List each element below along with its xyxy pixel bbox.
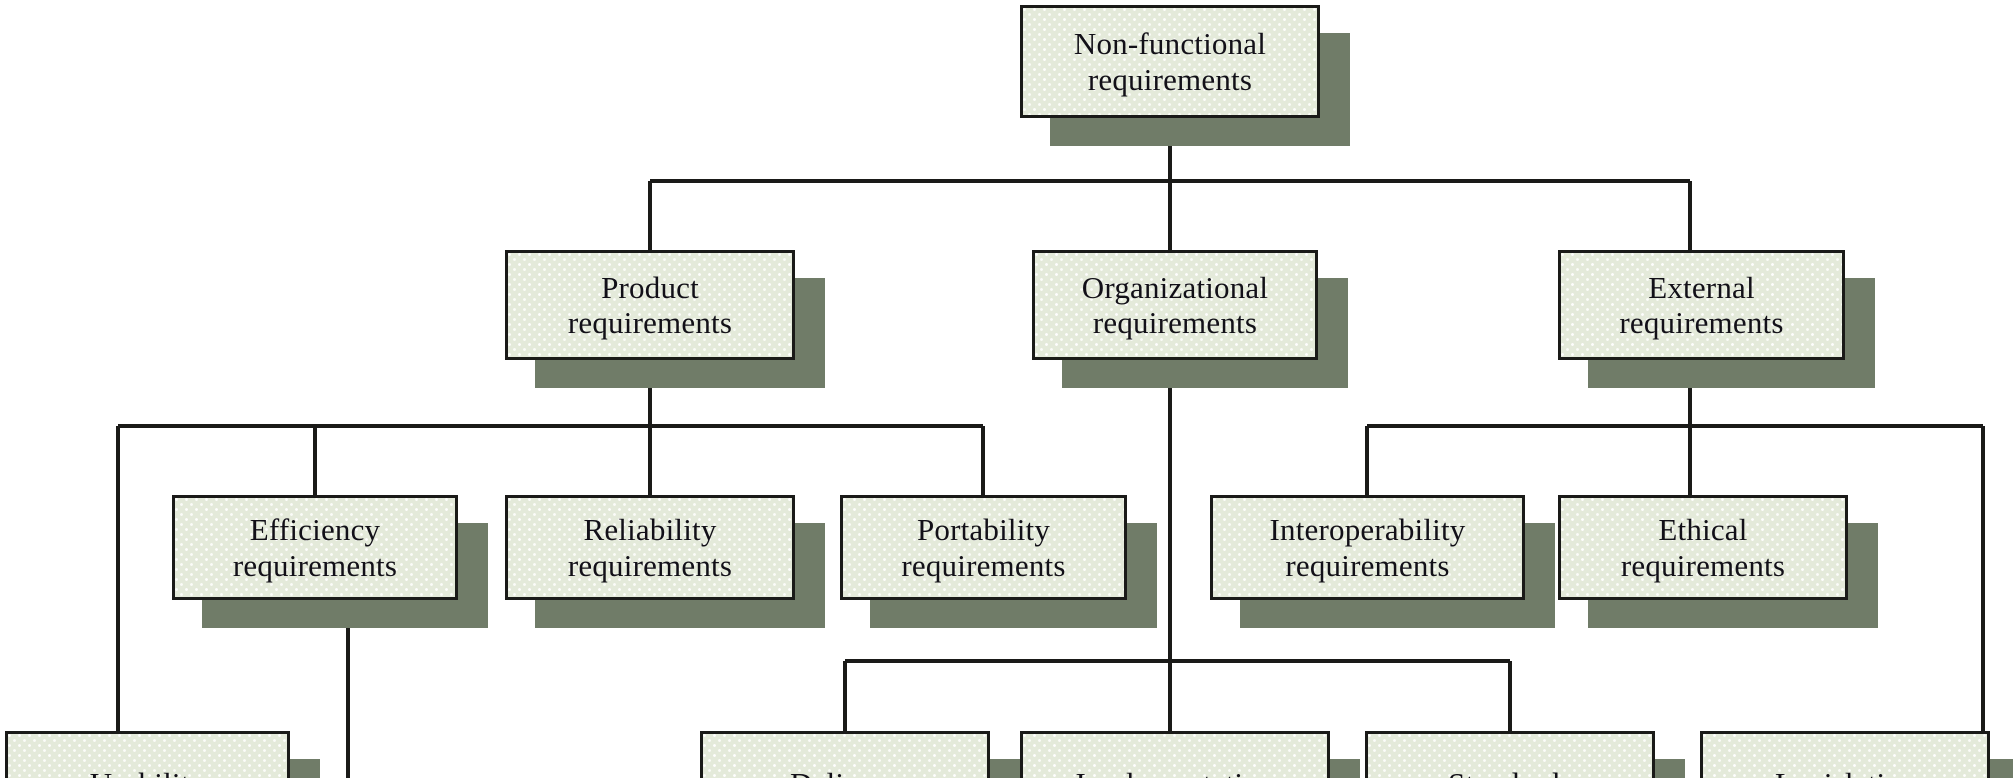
node-label-line: requirements — [567, 305, 733, 340]
node-usability[interactable]: Usability — [5, 731, 290, 778]
node-label-line: Implementation — [1075, 766, 1274, 778]
node-label-line: Usability — [90, 766, 205, 778]
node-label-line: Reliability — [583, 512, 717, 548]
node-label-line: Ethical — [1658, 512, 1748, 548]
node-label-line: requirements — [901, 547, 1066, 583]
node-label-line: requirements — [1620, 547, 1786, 583]
node-label-line: requirements — [232, 547, 398, 583]
node-label-line: Legislative — [1775, 766, 1915, 778]
node-label-line: Non-functional — [1073, 26, 1267, 62]
node-label-line: Portability — [916, 512, 1051, 548]
node-label-line: requirements — [1087, 61, 1253, 97]
node-label-line: Product — [601, 269, 699, 305]
node-label-line: Organizational — [1081, 269, 1269, 305]
node-implementation[interactable]: Implementation — [1020, 731, 1330, 778]
node-label-line: Delivery — [790, 766, 900, 778]
node-standards[interactable]: Standards — [1365, 731, 1655, 778]
node-label-line: Interoperability — [1269, 512, 1466, 548]
node-label-line: requirements — [1285, 547, 1450, 583]
node-label-line: requirements — [1092, 305, 1258, 340]
node-label-line: External — [1648, 269, 1755, 305]
node-legislative[interactable]: Legislative — [1700, 731, 1990, 778]
node-label-line: requirements — [567, 547, 733, 583]
node-label-line: requirements — [1619, 305, 1784, 340]
node-label-line: Standards — [1448, 766, 1572, 778]
node-delivery[interactable]: Delivery — [700, 731, 990, 778]
node-label-line: Efficiency — [249, 512, 381, 548]
